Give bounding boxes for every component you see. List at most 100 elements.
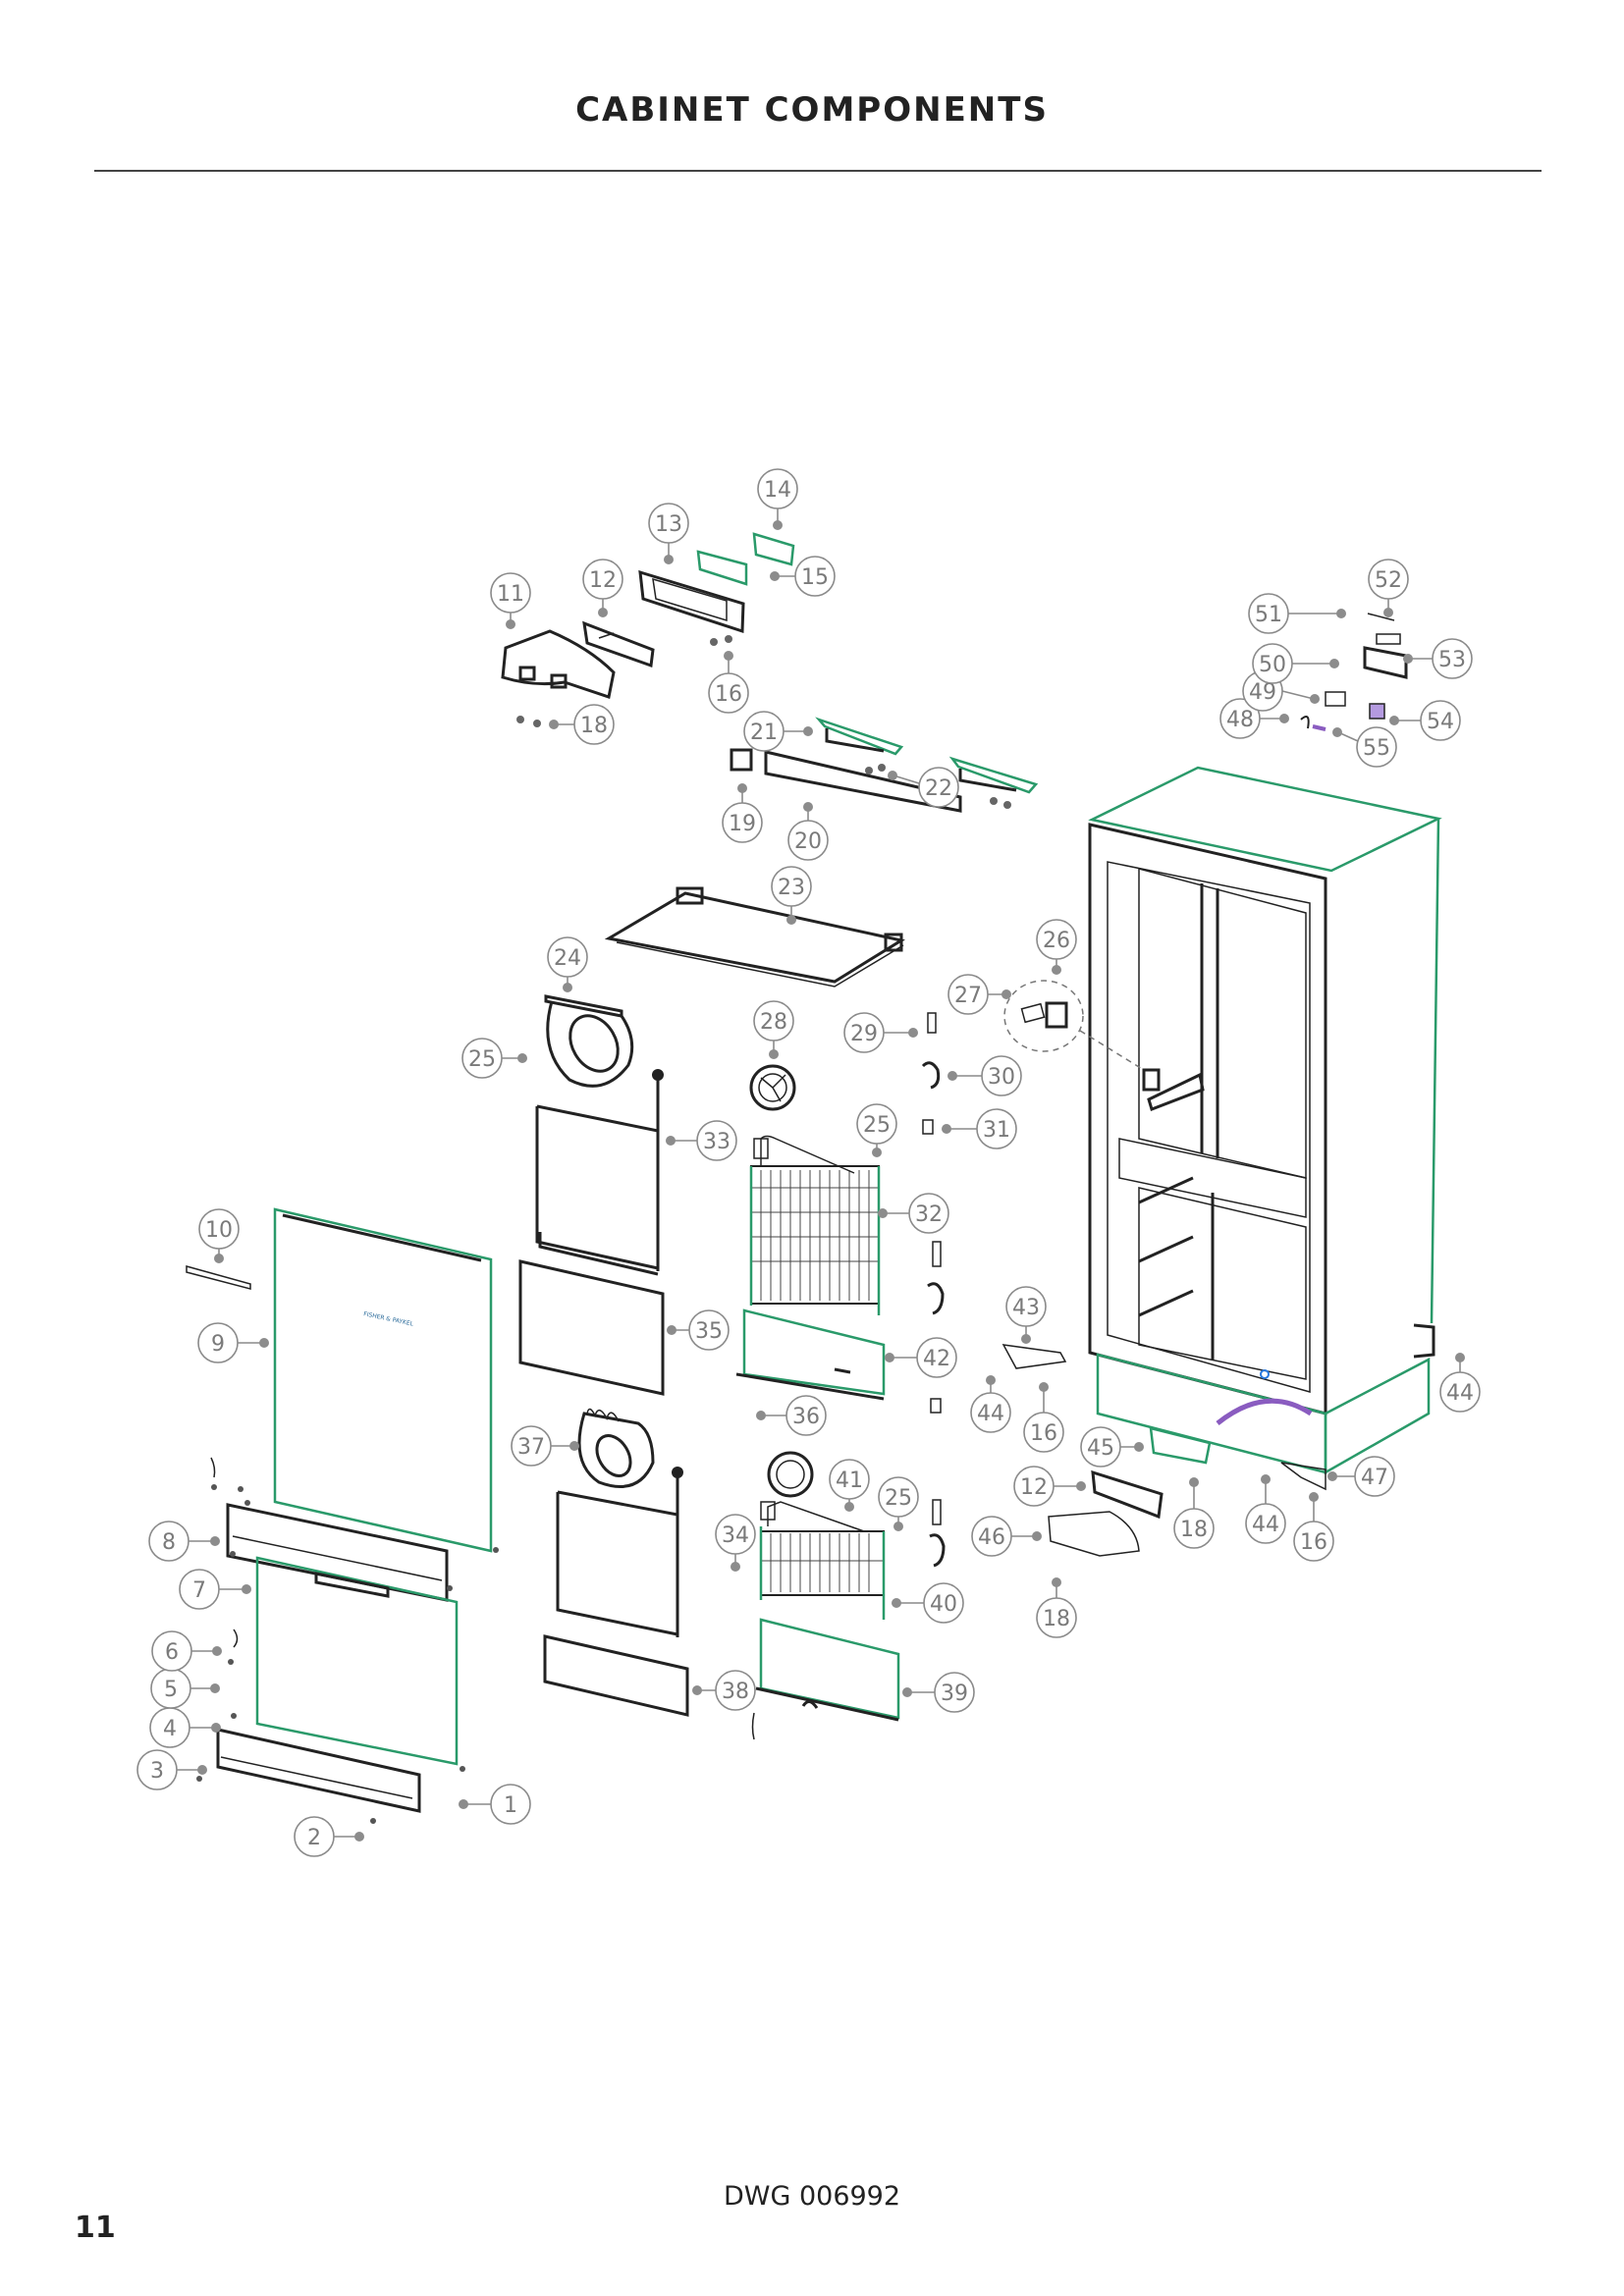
fan-shroud-lower [577, 1408, 655, 1488]
svg-text:26: 26 [1043, 929, 1070, 953]
svg-text:37: 37 [517, 1435, 545, 1460]
callout-31[interactable]: 31 [942, 1108, 1017, 1149]
svg-text:4: 4 [163, 1717, 177, 1741]
callout-23[interactable]: 23 [771, 866, 812, 925]
callout-46[interactable]: 46 [971, 1516, 1042, 1557]
callout-35[interactable]: 35 [667, 1309, 730, 1351]
callout-38[interactable]: 38 [692, 1670, 756, 1711]
callout-18-top[interactable]: 18 [549, 704, 615, 745]
callout-18-mid[interactable]: 18 [1173, 1477, 1215, 1549]
callout-25-low[interactable]: 25 [878, 1476, 919, 1531]
callout-52[interactable]: 52 [1368, 559, 1409, 617]
svg-text:7: 7 [192, 1578, 206, 1603]
evaporator-upper [749, 1135, 881, 1315]
svg-text:5: 5 [164, 1678, 178, 1702]
callout-28[interactable]: 28 [753, 1000, 794, 1059]
callout-48[interactable]: 48 [1219, 698, 1289, 739]
svg-text:1: 1 [504, 1793, 517, 1818]
callout-12[interactable]: 12 [582, 559, 623, 617]
callout-53[interactable]: 53 [1403, 638, 1473, 679]
svg-text:33: 33 [703, 1130, 731, 1154]
callout-5[interactable]: 5 [150, 1668, 220, 1709]
defrost-heater-upper [535, 1069, 664, 1276]
callout-4[interactable]: 4 [149, 1707, 221, 1748]
svg-text:46: 46 [978, 1525, 1005, 1550]
callout-45[interactable]: 45 [1080, 1426, 1144, 1468]
callout-55[interactable]: 55 [1332, 726, 1397, 768]
svg-text:28: 28 [760, 1010, 787, 1035]
callout-7[interactable]: 7 [179, 1569, 251, 1610]
callout-3[interactable]: 3 [136, 1749, 207, 1790]
callout-10[interactable]: 10 [198, 1208, 240, 1263]
callout-32[interactable]: 32 [878, 1193, 949, 1234]
svg-text:18: 18 [1180, 1518, 1208, 1542]
svg-text:51: 51 [1255, 603, 1282, 627]
svg-text:12: 12 [1020, 1475, 1048, 1500]
svg-text:3: 3 [150, 1759, 164, 1784]
svg-text:23: 23 [778, 876, 805, 900]
callout-30[interactable]: 30 [947, 1055, 1022, 1096]
svg-text:31: 31 [983, 1118, 1010, 1143]
svg-text:47: 47 [1361, 1466, 1388, 1490]
callout-22[interactable]: 22 [888, 767, 959, 808]
callout-29[interactable]: 29 [843, 1012, 918, 1053]
callout-18-low[interactable]: 18 [1036, 1577, 1077, 1638]
callout-25-left[interactable]: 25 [461, 1038, 527, 1079]
svg-text:30: 30 [988, 1065, 1015, 1090]
callout-8[interactable]: 8 [148, 1521, 220, 1562]
callout-16-mid[interactable]: 16 [1023, 1382, 1064, 1453]
callout-12-lower[interactable]: 12 [1013, 1466, 1086, 1507]
svg-text:19: 19 [729, 812, 756, 836]
callout-13[interactable]: 13 [648, 503, 689, 564]
svg-text:42: 42 [923, 1347, 950, 1371]
callout-42[interactable]: 42 [885, 1337, 957, 1378]
callout-41[interactable]: 41 [829, 1459, 870, 1512]
svg-text:36: 36 [792, 1405, 820, 1429]
callout-54[interactable]: 54 [1389, 700, 1461, 741]
evaporator-cover-lower [751, 1618, 900, 1740]
callout-37[interactable]: 37 [511, 1425, 579, 1467]
callout-44-right[interactable]: 44 [1439, 1353, 1481, 1413]
svg-text:44: 44 [1252, 1513, 1279, 1537]
fan-shroud-upper [544, 994, 634, 1088]
callout-27[interactable]: 27 [947, 974, 1011, 1015]
callout-44-lower[interactable]: 44 [1245, 1474, 1286, 1544]
callout-44-left[interactable]: 44 [970, 1375, 1011, 1433]
callout-16-top[interactable]: 16 [708, 651, 749, 714]
callout-9[interactable]: 9 [197, 1322, 269, 1363]
svg-text:18: 18 [1043, 1607, 1070, 1631]
callout-16-lower[interactable]: 16 [1293, 1492, 1334, 1562]
svg-text:18: 18 [580, 714, 608, 738]
callout-51[interactable]: 51 [1248, 593, 1346, 634]
callout-25-mid[interactable]: 25 [856, 1103, 897, 1157]
callout-24[interactable]: 24 [547, 936, 588, 992]
callout-40[interactable]: 40 [892, 1582, 964, 1624]
control-assembly-cluster [1300, 613, 1408, 731]
shelf-frame [604, 886, 905, 988]
callout-33[interactable]: 33 [666, 1120, 737, 1161]
svg-text:25: 25 [885, 1486, 912, 1511]
svg-text:25: 25 [863, 1113, 891, 1138]
callout-19[interactable]: 19 [722, 783, 763, 843]
callout-2[interactable]: 2 [294, 1816, 364, 1857]
callout-20[interactable]: 20 [787, 802, 829, 861]
callout-47[interactable]: 47 [1327, 1456, 1395, 1497]
callout-36[interactable]: 36 [756, 1395, 827, 1436]
svg-text:16: 16 [1030, 1421, 1057, 1446]
callout-39[interactable]: 39 [902, 1672, 975, 1713]
callout-43[interactable]: 43 [1005, 1286, 1047, 1344]
svg-text:27: 27 [954, 984, 982, 1008]
callout-15[interactable]: 15 [770, 556, 836, 597]
callout-26[interactable]: 26 [1036, 919, 1077, 975]
callout-6[interactable]: 6 [151, 1630, 222, 1672]
callout-21[interactable]: 21 [743, 711, 813, 752]
svg-text:44: 44 [1446, 1381, 1474, 1406]
callout-14[interactable]: 14 [757, 468, 798, 530]
top-panel-parts [730, 717, 1039, 813]
callout-1[interactable]: 1 [459, 1784, 531, 1825]
callout-11[interactable]: 11 [490, 572, 531, 629]
callout-34[interactable]: 34 [715, 1514, 756, 1572]
svg-text:32: 32 [915, 1202, 943, 1227]
callout-50[interactable]: 50 [1252, 643, 1339, 684]
